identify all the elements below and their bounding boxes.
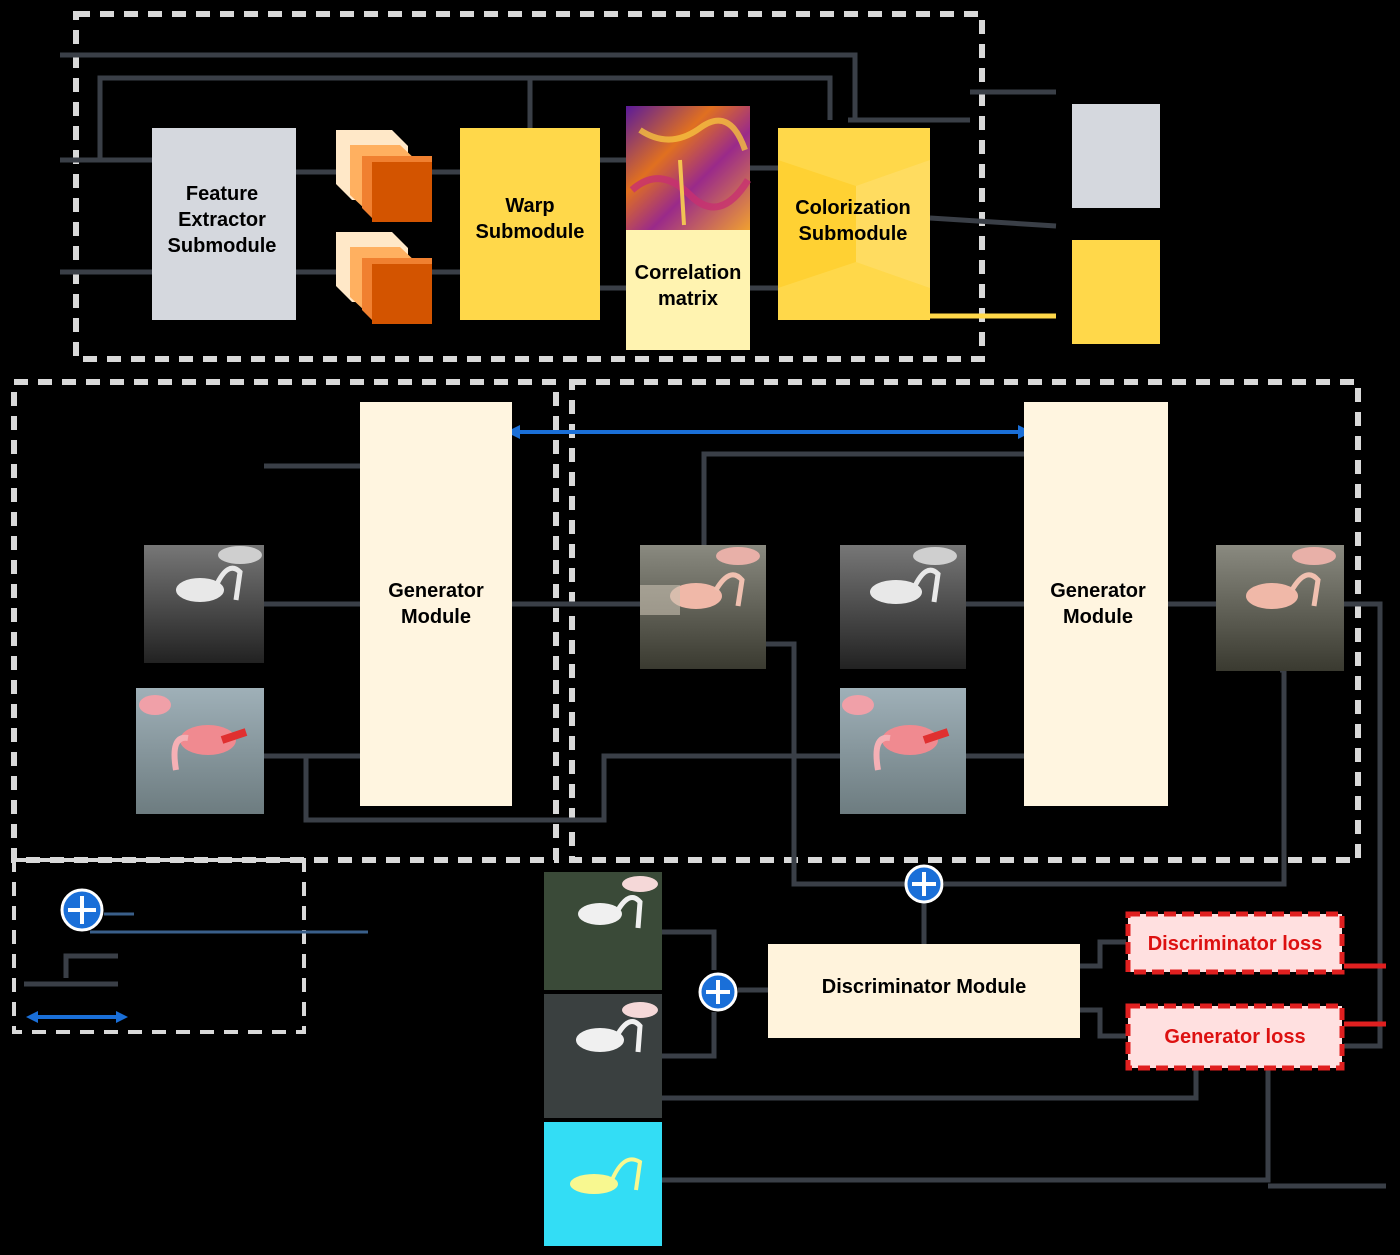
warp-submodule-box: Warp Submodule	[460, 128, 600, 320]
generator-module-right: Generator Module	[1024, 402, 1168, 806]
colorization-submodule-box: Colorization Submodule	[778, 128, 930, 320]
correlation-label-2: matrix	[658, 288, 718, 310]
legend-swatch-yellow	[1072, 240, 1160, 344]
generator-right-label-1: Generator	[1050, 580, 1146, 602]
warp-label-2: Submodule	[476, 221, 585, 243]
discriminator-loss-box: Discriminator loss	[1125, 911, 1345, 975]
feature-extractor-label-3: Submodule	[168, 235, 277, 257]
svg-text:Generator: Generator	[388, 580, 484, 602]
svg-text:Colorization: Colorization	[795, 197, 911, 219]
discriminator-loss-label: Discriminator loss	[1148, 933, 1323, 955]
generator-loss-label: Generator loss	[1164, 1026, 1305, 1048]
svg-text:Correlation: Correlation	[635, 262, 742, 284]
colorization-label-2: Submodule	[799, 223, 908, 245]
discriminator-label: Discriminator Module	[822, 976, 1026, 998]
svg-text:Extractor: Extractor	[178, 209, 266, 231]
concat-node-bottom	[698, 972, 738, 1012]
correlation-heatmap	[626, 106, 751, 230]
feature-map-stack-top	[336, 130, 432, 222]
feature-extractor-box: Feature Extractor Submodule	[152, 128, 296, 320]
svg-text:Submodule: Submodule	[799, 223, 908, 245]
svg-text:Warp: Warp	[505, 195, 554, 217]
left-dashed-region	[11, 379, 559, 863]
generator-left-label-2: Module	[401, 606, 471, 628]
feature-extractor-label-2: Extractor	[178, 209, 266, 231]
legend-swatch-gray	[1072, 104, 1160, 208]
colorized-output-image	[640, 545, 766, 669]
svg-text:Module: Module	[401, 606, 471, 628]
svg-text:Feature: Feature	[186, 183, 258, 205]
feature-extractor-label-1: Feature	[186, 183, 258, 205]
legend-dashed-region	[12, 858, 306, 1034]
svg-text:matrix: matrix	[658, 288, 718, 310]
generator-right-label-2: Module	[1063, 606, 1133, 628]
legend-concat-icon	[60, 888, 104, 932]
concat-node-top	[904, 864, 944, 904]
shared-weights-arrow	[506, 425, 1032, 439]
gray-input-image-right	[840, 545, 966, 669]
top-dashed-region	[73, 11, 985, 362]
reference-image-left	[136, 688, 264, 814]
legend-connection-icon	[63, 953, 118, 978]
discriminator-input-image-2	[544, 994, 662, 1118]
segmentation-mask-image	[544, 1122, 662, 1246]
generator-module-left: Generator Module	[360, 402, 512, 806]
feature-map-stack-bottom	[336, 232, 432, 324]
bottom-connectors	[662, 929, 1386, 1189]
reconstructed-output-image	[1216, 545, 1344, 671]
top-connectors	[60, 52, 1057, 291]
gray-input-image-left	[144, 545, 264, 663]
svg-text:Submodule: Submodule	[476, 221, 585, 243]
generator-loss-box: Generator loss	[1125, 1003, 1345, 1071]
correlation-label-1: Correlation	[635, 262, 742, 284]
svg-text:Module: Module	[1063, 606, 1133, 628]
discriminator-input-image-1	[544, 872, 662, 990]
legend-shared-weights-icon	[26, 1011, 128, 1023]
legend	[24, 888, 368, 1023]
svg-text:Submodule: Submodule	[168, 235, 277, 257]
correlation-matrix-box: Correlation matrix	[626, 230, 750, 350]
svg-text:Generator: Generator	[1050, 580, 1146, 602]
discriminator-module-box: Discriminator Module	[768, 944, 1080, 1038]
reference-image-right	[840, 688, 966, 814]
right-dashed-region	[569, 379, 1361, 863]
generator-left-label-1: Generator	[388, 580, 484, 602]
warp-label-1: Warp	[505, 195, 554, 217]
colorization-label-1: Colorization	[795, 197, 911, 219]
